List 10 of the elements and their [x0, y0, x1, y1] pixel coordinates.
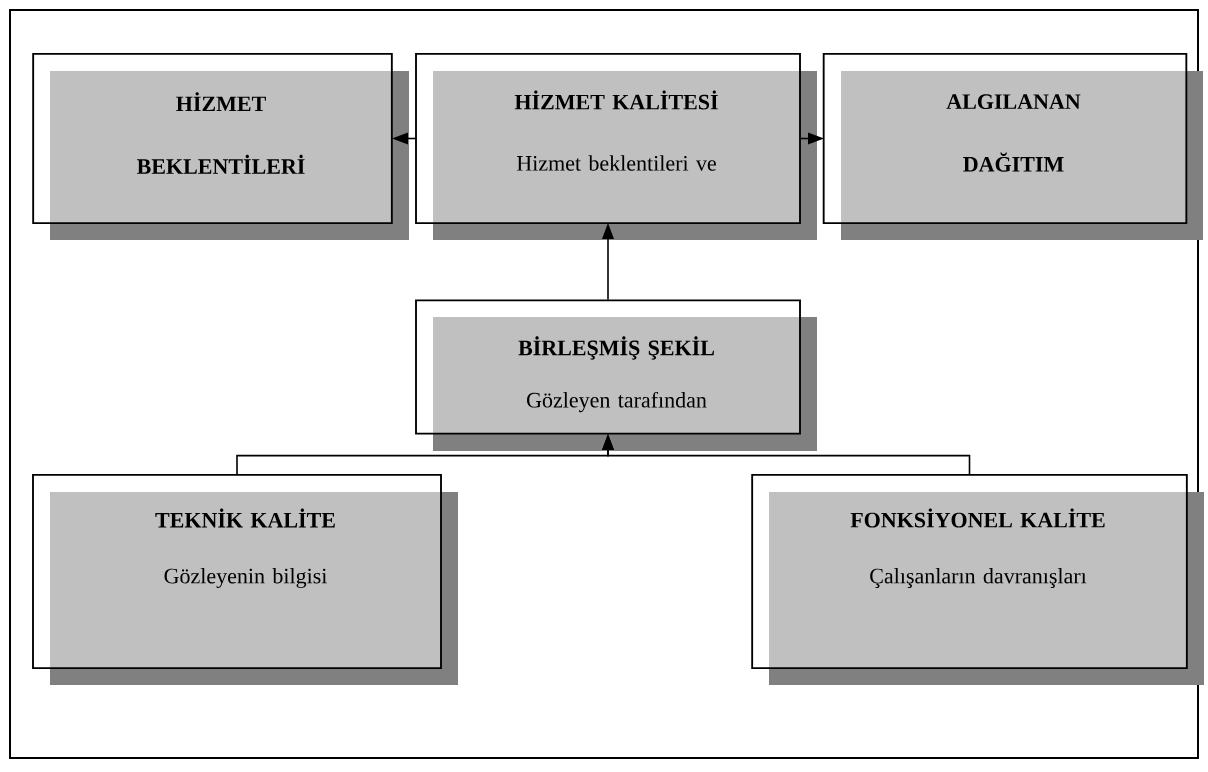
shadowed-box: ALGILANAN DAĞITIM: [822, 52, 1203, 240]
shadowed-box: TEKNİK KALİTE Gözleyenin bilgisi: [32, 473, 458, 685]
arrow: [602, 434, 971, 475]
shadowed-box: BİRLEŞMİŞ ŞEKİL Gözleyen tarafından: [415, 299, 817, 451]
shadowed-box: HİZMET BEKLENTİLERİ: [32, 52, 409, 240]
arrow: [800, 132, 824, 145]
arrow: [392, 132, 416, 145]
shadowed-box: HİZMET KALİTESİ Hizmet beklentileri ve: [415, 52, 817, 240]
shadowed-box: FONKSİYONEL KALİTE Çalışanların davranışları: [751, 473, 1204, 685]
arrow: [602, 223, 614, 301]
